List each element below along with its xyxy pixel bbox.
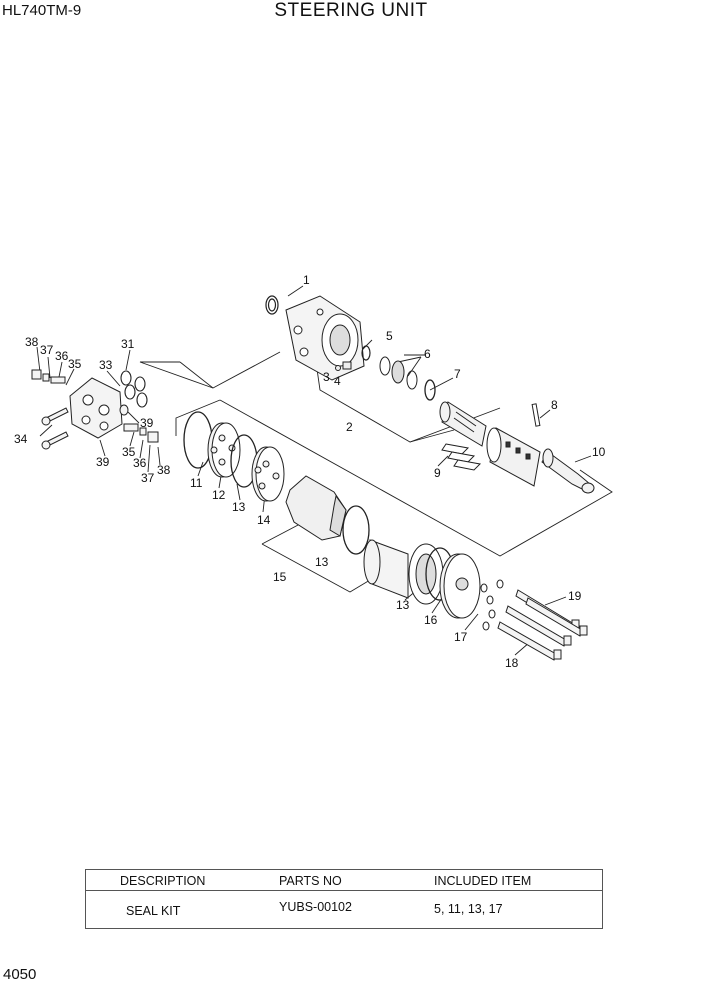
sleeve xyxy=(486,427,541,487)
seal-ring-1 xyxy=(265,295,279,315)
callout-34: 34 xyxy=(14,432,28,446)
callout-8: 8 xyxy=(551,398,558,412)
callout-1: 1 xyxy=(303,273,310,287)
callout-6: 6 xyxy=(424,347,431,361)
callout-19: 19 xyxy=(568,589,582,603)
cell-included-item: 5, 11, 13, 17 xyxy=(434,902,503,916)
callout-13c: 13 xyxy=(396,598,410,612)
cell-description: SEAL KIT xyxy=(126,904,181,918)
check-ball-4 xyxy=(335,361,352,371)
header-description: DESCRIPTION xyxy=(120,874,206,888)
callout-39a: 39 xyxy=(96,455,110,469)
callout-12: 12 xyxy=(212,488,226,502)
callout-36b: 36 xyxy=(133,456,147,470)
callout-38a: 38 xyxy=(25,335,39,349)
callout-10: 10 xyxy=(592,445,606,459)
seal-kit-table: DESCRIPTION PARTS NO INCLUDED ITEM SEAL … xyxy=(85,869,603,929)
callout-2: 2 xyxy=(346,420,353,434)
screws-34 xyxy=(41,407,69,450)
pin-8 xyxy=(531,403,541,427)
plate-14 xyxy=(251,446,285,502)
cell-parts-no: YUBS-00102 xyxy=(279,900,352,914)
spool xyxy=(439,401,487,447)
callout-14: 14 xyxy=(257,513,271,527)
callout-31: 31 xyxy=(121,337,135,351)
callout-4: 4 xyxy=(334,374,341,388)
housing xyxy=(285,295,365,381)
drive-shaft-10 xyxy=(541,448,595,494)
callout-33: 33 xyxy=(99,358,113,372)
callout-35b: 35 xyxy=(122,445,136,459)
seal-ring-5 xyxy=(361,345,371,361)
callout-9: 9 xyxy=(434,466,441,480)
relief-valve-right xyxy=(119,404,159,443)
valve-block-39 xyxy=(69,377,123,439)
bolts-18-19 xyxy=(497,589,588,661)
table-header-row: DESCRIPTION PARTS NO INCLUDED ITEM xyxy=(86,870,602,891)
callout-17: 17 xyxy=(454,630,468,644)
callout-18: 18 xyxy=(505,656,519,670)
callout-15: 15 xyxy=(273,570,287,584)
relief-valve-left xyxy=(31,369,66,384)
callout-39b: 39 xyxy=(140,416,154,430)
callout-13a: 13 xyxy=(232,500,246,514)
header-included-item: INCLUDED ITEM xyxy=(434,874,532,888)
callout-35a: 35 xyxy=(68,357,82,371)
page-number: 4050 xyxy=(3,966,37,983)
washers-17 xyxy=(480,579,504,631)
gear-rotor xyxy=(285,475,347,541)
centering-springs-9 xyxy=(441,443,482,471)
callout-38b: 38 xyxy=(157,463,171,477)
seals-31 xyxy=(120,370,148,408)
callout-36a: 36 xyxy=(55,349,69,363)
o-ring-13b xyxy=(342,505,370,555)
bearing-set-6 xyxy=(379,356,418,390)
plate-12 xyxy=(207,422,241,478)
end-cap-16 xyxy=(439,553,481,619)
callout-5: 5 xyxy=(386,329,393,343)
callout-3: 3 xyxy=(323,370,330,384)
seal-ring-7 xyxy=(424,379,436,401)
callout-37b: 37 xyxy=(141,471,155,485)
callout-37a: 37 xyxy=(40,343,54,357)
callout-7: 7 xyxy=(454,367,461,381)
callout-11: 11 xyxy=(190,476,203,490)
o-ring-11 xyxy=(183,411,213,469)
callout-16: 16 xyxy=(424,613,438,627)
page-title: STEERING UNIT xyxy=(274,0,428,21)
header-parts-no: PARTS NO xyxy=(279,874,342,888)
model-number: HL740TM-9 xyxy=(2,2,82,19)
callout-13b: 13 xyxy=(315,555,329,569)
